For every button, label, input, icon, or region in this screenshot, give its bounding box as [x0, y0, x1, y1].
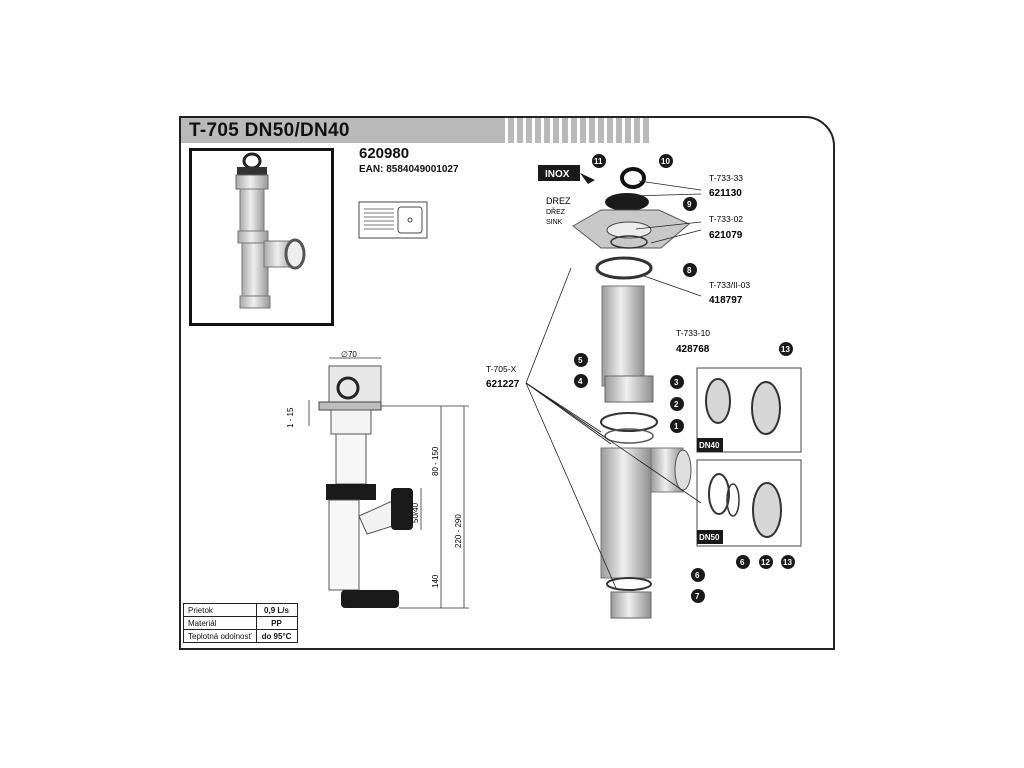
sink-pictogram — [358, 201, 428, 239]
dim-top-gap: 1 - 15 — [286, 407, 295, 428]
dn50-label: DN50 — [699, 533, 720, 542]
dim-diameter: ∅70 — [341, 350, 357, 359]
dim-total: 220 - 290 — [454, 514, 463, 548]
callout-1: 1 — [674, 422, 679, 431]
callout-10: 10 — [661, 157, 670, 166]
callout-12: 12 — [761, 558, 770, 567]
sink-label-sk: DREZ — [546, 196, 571, 206]
part-code-4: 428768 — [676, 344, 710, 355]
product-code: 620980 — [359, 145, 410, 162]
callout-8: 8 — [687, 266, 692, 275]
siphon-photo-illustration — [235, 152, 306, 309]
part-code-1: 621130 — [709, 188, 742, 199]
part-ref-4: T-733-10 — [676, 328, 710, 338]
part-ref-2: T-733-02 — [709, 214, 743, 224]
properties-table: Prietok 0,9 L/s Materiál PP Teplotná odo… — [183, 603, 298, 643]
dn40-label: DN40 — [699, 441, 720, 450]
part-ref-5: T-705-X — [486, 364, 517, 374]
callout-3: 3 — [674, 378, 679, 387]
title-bar — [181, 118, 501, 143]
callout-11: 11 — [594, 157, 603, 166]
callout-6b: 6 — [740, 558, 745, 567]
product-title: T-705 DN50/DN40 — [189, 120, 350, 141]
table-row: Prietok 0,9 L/s — [183, 603, 298, 617]
inox-tag — [538, 165, 580, 181]
part-code-3: 418797 — [709, 295, 743, 306]
part-ref-3: T-733/II-03 — [709, 280, 750, 290]
part-ref-1: T-733-33 — [709, 173, 743, 183]
exploded-view: INOX DREZ DŘEZ SINK DN40 DN50 — [486, 154, 802, 619]
dim-outlet: 50/40 — [411, 502, 420, 523]
callout-13b: 13 — [783, 558, 792, 567]
callout-2: 2 — [674, 400, 679, 409]
dimension-drawing: ∅70 1 - 15 80 - 150 220 - 290 50/40 140 — [286, 350, 469, 609]
sink-label-cz: DŘEZ — [546, 207, 566, 216]
dim-lower: 140 — [431, 574, 440, 588]
sink-label-en: SINK — [546, 219, 563, 226]
callout-9: 9 — [687, 200, 692, 209]
property-value: 0,9 L/s — [255, 603, 298, 617]
inox-label: INOX — [545, 169, 570, 180]
callout-13a: 13 — [781, 345, 790, 354]
title-stripes — [499, 118, 649, 143]
callout-5: 5 — [578, 356, 583, 365]
part-code-2: 621079 — [709, 230, 743, 241]
product-sheet: T-705 DN50/DN40 620980 EAN: 858404900102… — [179, 116, 835, 650]
part-code-5: 621227 — [486, 379, 520, 390]
table-row: Teplotná odolnosť do 95°C — [183, 629, 298, 643]
callout-6a: 6 — [695, 571, 700, 580]
callout-7: 7 — [695, 592, 700, 601]
dim-upper: 80 - 150 — [431, 446, 440, 476]
callout-4: 4 — [578, 377, 583, 386]
callout-bubbles: 11 10 9 8 5 4 3 2 1 6 7 13 6 12 — [574, 154, 795, 603]
property-name: Teplotná odolnosť — [183, 629, 257, 643]
property-value: do 95°C — [255, 629, 298, 643]
product-photo — [189, 148, 334, 326]
ean-code: EAN: 8584049001027 — [359, 164, 459, 175]
